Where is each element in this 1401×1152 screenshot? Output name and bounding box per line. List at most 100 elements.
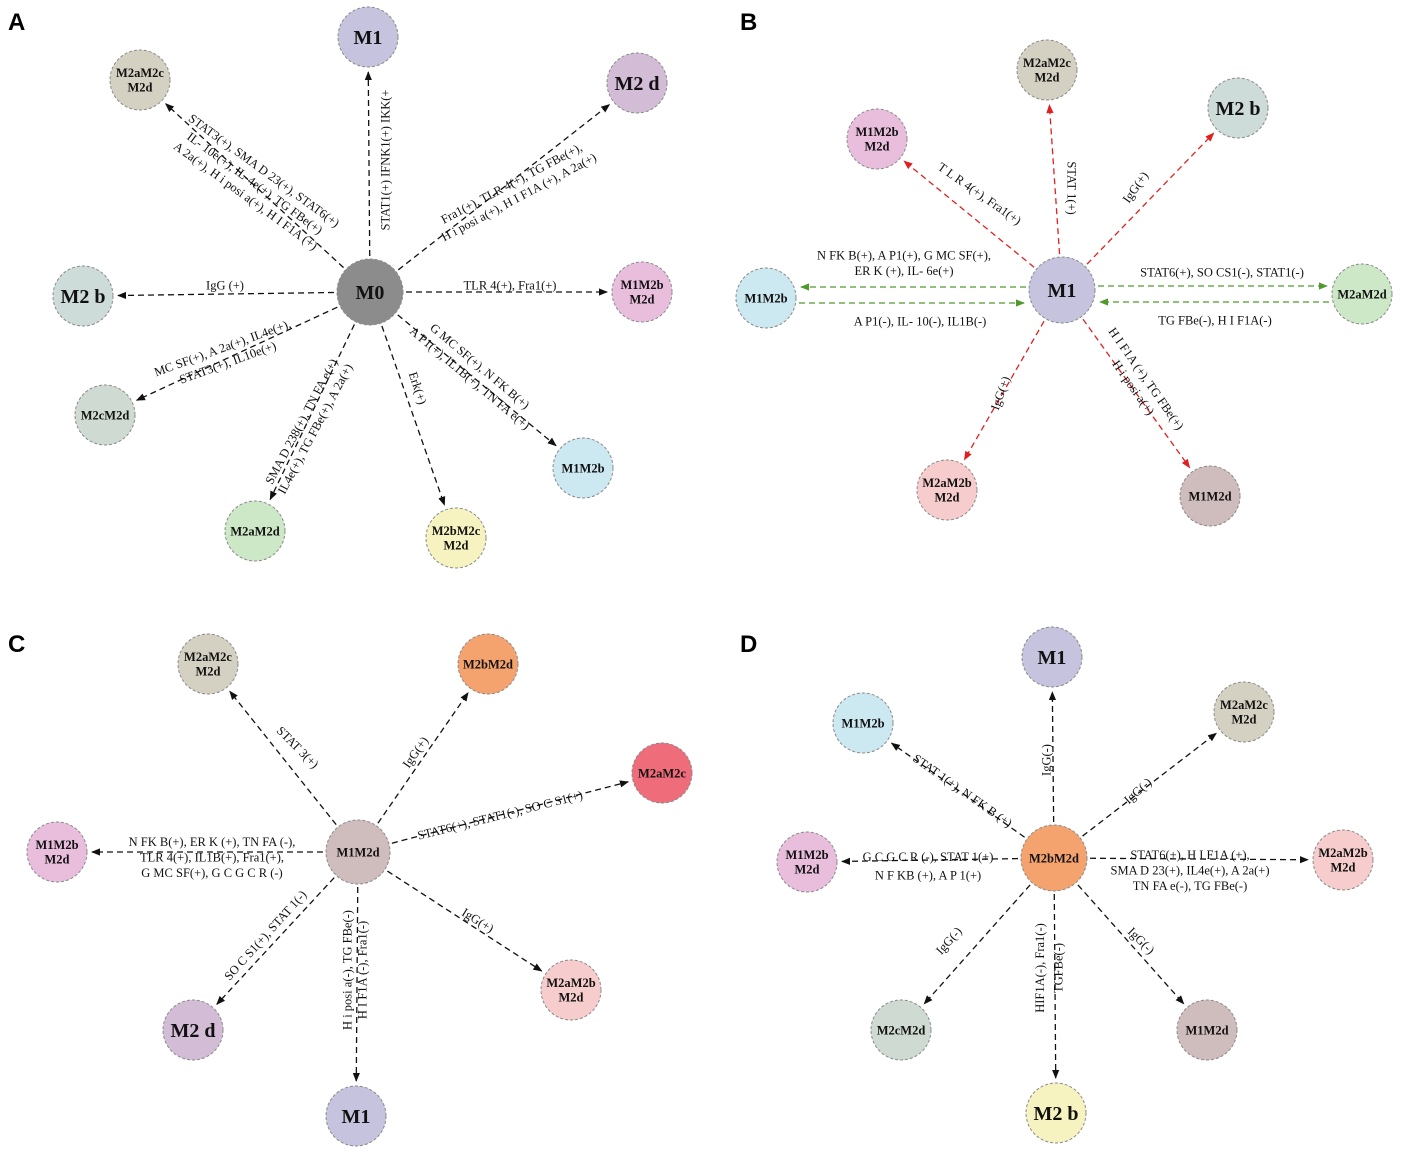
node-circle — [224, 500, 286, 562]
node-circle — [1331, 263, 1393, 325]
node-label: M2d — [1331, 861, 1356, 875]
arrow-m1m2d-to-m1 — [352, 886, 360, 1082]
edge-label: SO C S1(+), STAT 1(-) — [221, 888, 309, 984]
node-label: M2 b — [1216, 98, 1261, 120]
edge-label: N FK B(+), ER K (+), TN FA (-),TLR 4(+),… — [129, 835, 296, 880]
edge-label-line: HIF1A(-), Fra1(-) — [1033, 923, 1047, 1013]
node-label: M2aM2d — [1337, 287, 1386, 301]
node-m2d: M2 d — [162, 999, 224, 1061]
node-m1: M1 — [325, 1085, 387, 1147]
edge-label-line: Erk(+) — [406, 370, 430, 406]
node-label: M0 — [356, 282, 385, 304]
edge-label: STAT6(+), H I F1A (+),SMA D 23(+), IL4e(… — [1111, 848, 1270, 893]
node-m1m2d: M1M2d — [1176, 999, 1238, 1061]
edge-label: G C G C R (-), STAT 1(+)N F KB (+), A P … — [863, 850, 994, 883]
node-circle — [162, 999, 224, 1061]
edge-label-line: N FK B(+), A P1(+), G MC SF(+), — [817, 249, 991, 263]
edge-label-line: IgG(-) — [1121, 775, 1154, 807]
node-m1m2b: M1M2b — [832, 692, 894, 754]
node-label: M2aM2c — [1023, 56, 1071, 70]
edge-label: STAT6(+), SO CS1(-), STAT1(-) — [1140, 265, 1304, 279]
node-circle — [325, 819, 391, 885]
edge-label-line: G C G C R (-), STAT 1(+) — [863, 850, 994, 864]
node-label: M2 d — [615, 73, 660, 95]
edge-label-line: TLR 4(+), Fra1(+) — [464, 279, 557, 293]
edge-label-line: STAT1(+) IFNK1(+) IKK(+ — [378, 90, 392, 231]
arrow-m2bm2d-to-m2am2bm2d — [1089, 856, 1309, 864]
node-circle — [74, 384, 136, 446]
node-label: M1M2d — [1185, 1023, 1228, 1037]
edge-label: STAT3(+), SMA D 23(+), STAT6(+)IL- 10e(+… — [171, 111, 342, 253]
edge-label: G MC SF(+), N FK B(+)A P1(+), IL1B(+), T… — [407, 321, 533, 433]
node-label: M2aM2b — [922, 476, 971, 490]
node-m2am2c: M2aM2c — [631, 742, 693, 804]
edge-label-line: H i posi a(-), TG FBe(-) — [341, 910, 355, 1030]
arrow-m0-to-m2am2cm2d — [165, 103, 344, 269]
edge-label: IgG(-) — [933, 924, 965, 957]
node-label: M2d — [45, 853, 70, 867]
edge-label-line: IgG(+) — [459, 905, 496, 935]
node-label: M2aM2c — [184, 650, 232, 664]
node-m2cm2d: M2cM2d — [870, 999, 932, 1061]
arrow-m1-to-m2am2bm2d — [963, 320, 1045, 461]
edge-label-line: G MC SF(+), G C G C R (-) — [141, 866, 282, 880]
arrow-m0-to-m2am2d — [269, 324, 355, 501]
edge-label: MC SF(+), A 2a(+), IL4e(+),STAT3(+), IL1… — [152, 317, 292, 387]
arrow-m0-to-m1 — [364, 71, 372, 257]
node-circle — [457, 633, 519, 695]
node-m2am2d: M2aM2d — [1331, 263, 1393, 325]
node-label: M2d — [935, 491, 960, 505]
edge-label: A P1(-), IL- 10(-), IL1B(-) — [854, 314, 987, 328]
edge-label-line: Fra1(+), TLR 4(+), TG FBe(+), — [439, 140, 585, 226]
node-m2b: M2 b — [1025, 1082, 1087, 1144]
node-label: M2d — [128, 81, 153, 95]
edge-label-line: STAT 1(+) — [1064, 161, 1078, 214]
node-label: M2cM2d — [877, 1023, 926, 1037]
node-circle — [177, 633, 239, 695]
node-label: M2d — [559, 991, 584, 1005]
edge-label-line: IL- 10e(+), IL-4e(+), TG FBe(+) — [184, 129, 325, 237]
edge-label: TLR 4(+), Fra1(+) — [464, 279, 557, 293]
edge-label: Fra1(+), TLR 4(+), TG FBe(+),H i posi a(… — [439, 140, 599, 244]
edge-label-line: SMA D 23(+), IL4e(+), A 2a(+) — [1111, 863, 1270, 877]
edge-label-line: STAT6(+), SO CS1(-), STAT1(-) — [1140, 265, 1304, 279]
node-circle — [1312, 829, 1374, 891]
node-m1: M1 — [337, 6, 399, 68]
node-m2b: M2 b — [1207, 77, 1269, 139]
edge-label-line: TLR 4(+), IL1B(+), Fra1(+), — [140, 850, 284, 864]
node-label: M2aM2c — [638, 766, 686, 780]
node-m1: M1 — [1028, 256, 1096, 324]
arrow-m0-to-m1m2b — [397, 314, 557, 447]
edge-label-line: STAT6(+), STAT1(-), SO C S1(+) — [416, 788, 584, 843]
edge-label: STAT6(+), STAT1(-), SO C S1(+) — [416, 788, 584, 843]
node-m2cm2d: M2cM2d — [74, 384, 136, 446]
node-label: M2aM2b — [1318, 846, 1367, 860]
panel-a: A STAT1(+) IFNK1(+) IKK(+ Fra1(+), TLR 4(+… — [8, 6, 673, 569]
node-m2bm2d: M2bM2d — [457, 633, 519, 695]
arrow-m2bm2d-to-m1m2b — [890, 742, 1025, 838]
edge-label-line: ER K (+), IL- 6e(+) — [854, 264, 953, 278]
node-label: M2aM2d — [230, 524, 279, 538]
node-label: M1 — [342, 1106, 371, 1128]
edge-label-line: SO C S1(+), STAT 1(-) — [221, 888, 309, 984]
edge-label: IgG(-) — [1125, 925, 1157, 957]
node-circle — [337, 6, 399, 68]
node-label: M2d — [444, 539, 469, 553]
arrow-m1-to-m1m2d — [1082, 318, 1191, 469]
node-circle — [735, 267, 797, 329]
edge-label-line: STAT6(+), H I F1A (+), — [1130, 848, 1249, 862]
edge-label: STAT 1(+), N FK B (+) — [910, 751, 1014, 830]
edge-label: STAT 3(+) — [274, 724, 322, 772]
node-circle — [1020, 824, 1088, 892]
panel-letter: A — [8, 9, 25, 36]
node-circle — [425, 507, 487, 569]
edge-label-line: IgG(-) — [1039, 744, 1053, 776]
node-circle — [611, 261, 673, 323]
arrow-m2bm2d-to-m1m2d — [1077, 884, 1185, 1005]
edge-label-line: IgG(+) — [988, 374, 1013, 412]
arrow-m1m2d-to-m2d — [216, 877, 335, 1005]
